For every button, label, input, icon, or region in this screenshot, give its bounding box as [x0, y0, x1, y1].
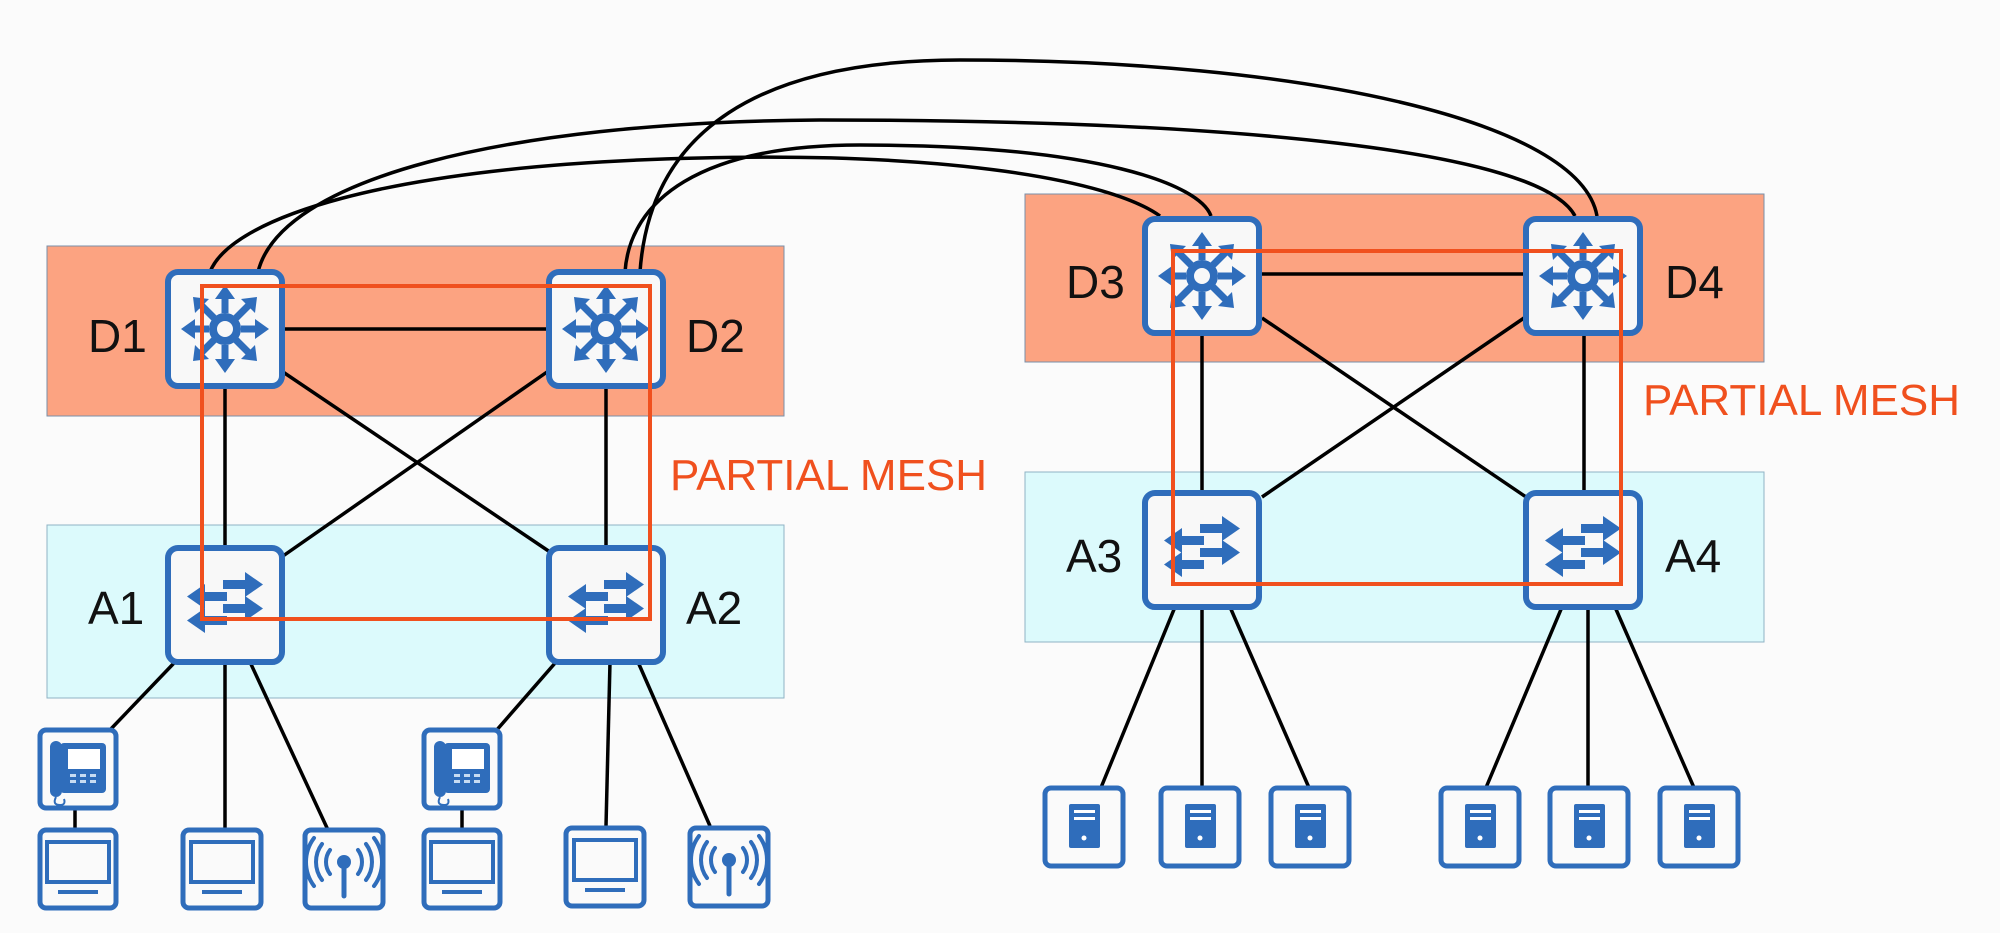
endpoint-server-1[interactable] [1042, 785, 1126, 869]
link-d4-a3 [1261, 316, 1525, 499]
server-icon [1684, 804, 1715, 848]
label-a1: A1 [88, 582, 144, 634]
link-a3-server-3 [1228, 606, 1312, 791]
link-d1-d4 [256, 118, 1577, 273]
endpoint-server-3[interactable] [1268, 785, 1352, 869]
partial-mesh-label-right: PARTIAL MESH [1643, 376, 1960, 425]
endpoint-server-6[interactable] [1657, 785, 1741, 869]
link-a3-server-1 [1098, 606, 1177, 791]
label-a4: A4 [1665, 530, 1721, 582]
endpoint-server-5[interactable] [1547, 785, 1631, 869]
link-a2-ap [636, 661, 712, 827]
server-icon [1465, 804, 1496, 848]
server-icon [1574, 804, 1605, 848]
access-layer-band-left [46, 524, 785, 699]
endpoint-pc-3[interactable] [421, 827, 503, 911]
label-d3: D3 [1066, 256, 1125, 308]
device-a4[interactable] [1523, 490, 1643, 610]
access-layer-band-right [1024, 471, 1765, 643]
partial-mesh-label-left: PARTIAL MESH [670, 451, 987, 500]
device-a3[interactable] [1142, 490, 1262, 610]
device-d3[interactable] [1142, 216, 1262, 336]
endpoint-pc-2[interactable] [180, 827, 264, 911]
endpoint-ip-phone-1[interactable] [37, 727, 119, 811]
device-d4[interactable] [1523, 216, 1643, 336]
endpoint-pc-1[interactable] [37, 827, 119, 911]
label-d1: D1 [88, 310, 147, 362]
server-icon [1185, 804, 1216, 848]
link-d2-d4 [638, 58, 1599, 273]
link-a2-phone [493, 660, 558, 734]
endpoint-wireless-ap-2[interactable] [687, 825, 771, 909]
distribution-layer-band-right [1024, 193, 1765, 363]
device-d1[interactable] [165, 269, 285, 389]
label-a2: A2 [686, 582, 742, 634]
distribution-layer-band-left [46, 245, 785, 417]
link-d2-a1 [281, 370, 549, 558]
partial-mesh-outline-left [200, 284, 652, 621]
endpoint-server-2[interactable] [1158, 785, 1242, 869]
link-a1-ap [248, 661, 330, 831]
partial-mesh-outline-right [1171, 249, 1623, 586]
endpoint-server-4[interactable] [1438, 785, 1522, 869]
link-d1-d3 [208, 155, 1162, 273]
device-a1[interactable] [165, 545, 285, 665]
link-a2-pc [604, 661, 612, 827]
device-a2[interactable] [546, 545, 666, 665]
device-d2[interactable] [546, 269, 666, 389]
link-a4-server-3 [1613, 606, 1697, 791]
label-d2: D2 [686, 310, 745, 362]
intrablock-links [73, 272, 1697, 831]
server-icon [1069, 804, 1100, 848]
link-a1-phone [106, 660, 177, 734]
interblock-links [208, 58, 1599, 273]
endpoint-ip-phone-2[interactable] [421, 727, 503, 811]
label-a3: A3 [1066, 530, 1122, 582]
endpoint-wireless-ap-1[interactable] [302, 827, 386, 911]
endpoint-pc-4[interactable] [563, 825, 647, 909]
label-d4: D4 [1665, 256, 1724, 308]
server-icon [1295, 804, 1326, 848]
link-a4-server-1 [1483, 606, 1564, 791]
